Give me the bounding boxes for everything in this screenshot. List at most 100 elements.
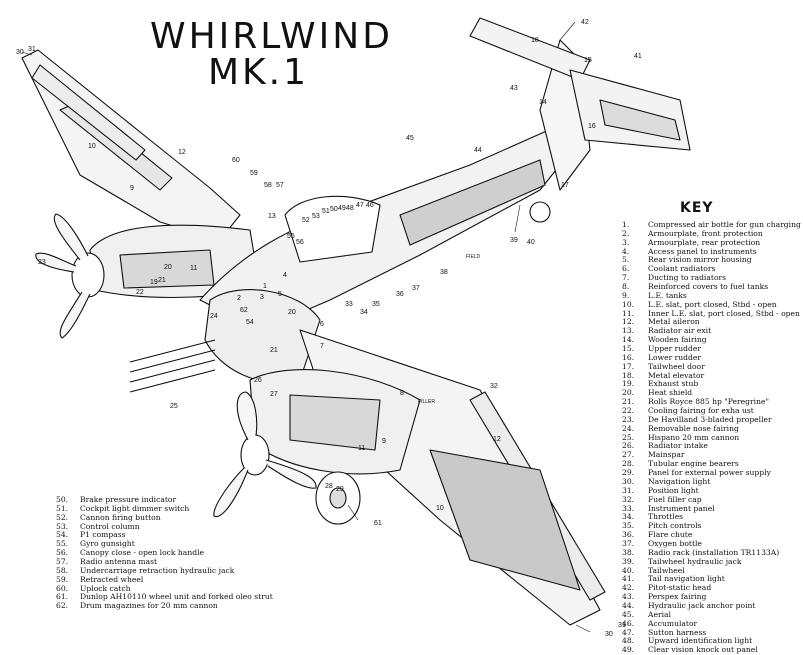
key-entry-number: 38. xyxy=(622,547,635,557)
svg-text:12: 12 xyxy=(493,436,501,443)
key-entry-number: 21. xyxy=(622,397,635,407)
key-entry: 5.Rear vision mirror housing xyxy=(622,256,801,265)
key-entry: 56.Canopy close - open lock handle xyxy=(56,548,273,558)
svg-text:21: 21 xyxy=(270,347,278,354)
key-entry-number: 40. xyxy=(622,565,635,575)
tailwheel xyxy=(529,201,551,223)
key-entry-text: De Havilland 3-bladed propeller xyxy=(648,414,772,424)
key-entry: 25.Hispano 20 mm cannon xyxy=(622,433,801,443)
key-entry: 10.L.E. slat, port closed, Stbd - open xyxy=(622,300,801,310)
port-propeller xyxy=(213,391,317,518)
key-entry-number: 29. xyxy=(622,468,635,478)
key-entry-text: P1 compass xyxy=(80,530,126,540)
key-entry-text: Wooden fairing xyxy=(648,335,707,345)
key-entry: 52.Cannon firing button xyxy=(56,512,273,523)
title-line-2: MK.1 xyxy=(208,52,310,93)
key-entry-text: Rear vision mirror housing xyxy=(648,255,752,265)
key-entry-text: Radiator intake xyxy=(648,441,708,451)
key-entry-number: 32. xyxy=(622,494,635,504)
key-entry: 60.Uplock catch xyxy=(56,583,273,594)
svg-text:35: 35 xyxy=(372,301,380,308)
key-entry-text: Tailwheel hydraulic jack xyxy=(648,556,742,566)
key-entry: 29.Panel for external power supply xyxy=(622,468,801,478)
key-entry-number: 22. xyxy=(622,406,635,416)
key-entry-text: Armourplate, rear protection xyxy=(648,237,761,247)
svg-text:62: 62 xyxy=(240,307,248,314)
key-entry-text: Uplock catch xyxy=(80,583,131,593)
key-entry: 9.L.E. tanks xyxy=(622,291,801,301)
key-entry-number: 13. xyxy=(622,326,635,336)
key-entry-text: Tail navigation light xyxy=(648,574,725,584)
key-entry: 42.Pitot-static head xyxy=(622,583,801,593)
key-entry-text: Canopy close - open lock handle xyxy=(80,548,204,558)
key-entry: 54.P1 compass xyxy=(56,531,273,540)
key-entry: 24. Removable nose fairing xyxy=(622,423,801,434)
svg-text:1: 1 xyxy=(263,283,267,290)
key-entry: 51.Cockpit light dimmer switch xyxy=(56,503,273,514)
key-entry-text: Cockpit light dimmer switch xyxy=(80,503,190,513)
key-entry-text: Tubular engine bearers xyxy=(648,459,739,469)
key-entry-text: Gyro gunsight xyxy=(80,539,135,549)
svg-text:23: 23 xyxy=(38,259,46,266)
key-entry-number: 24. xyxy=(622,423,635,433)
port-engine-detail xyxy=(289,394,381,451)
key-entry: 7.Ducting to radiators xyxy=(622,273,801,283)
key-entry-text: Heat shield xyxy=(648,388,693,398)
svg-text:33: 33 xyxy=(345,301,353,308)
key-entry-number: 36. xyxy=(622,530,635,540)
key-entry: 46.Accumulator xyxy=(622,618,801,629)
title-line-1: WHIRLWIND xyxy=(150,16,393,57)
svg-text:11: 11 xyxy=(358,445,365,452)
svg-text:31: 31 xyxy=(28,46,36,53)
key-entry-text: Hydraulic jack anchor point xyxy=(648,600,756,610)
key-entry-number: 45. xyxy=(622,609,635,619)
key-entry-number: 27. xyxy=(622,450,635,460)
svg-text:31: 31 xyxy=(618,622,626,629)
key-entry: 2.Armourplate, front protection xyxy=(622,229,801,239)
svg-text:25: 25 xyxy=(170,403,178,410)
svg-text:15: 15 xyxy=(584,57,592,64)
key-entry-text: Sutton harness xyxy=(648,627,707,637)
svg-text:11: 11 xyxy=(190,265,197,272)
key-entry-number: 59. xyxy=(56,574,69,584)
svg-text:50: 50 xyxy=(330,206,338,213)
svg-text:18: 18 xyxy=(531,37,539,44)
svg-text:56: 56 xyxy=(296,239,304,246)
svg-text:7: 7 xyxy=(320,343,324,350)
leader-lines xyxy=(21,21,591,633)
key-entry-text: Compressed air bottle for gun charging xyxy=(648,220,801,229)
fuselage-frames xyxy=(399,159,546,246)
key-entry: 21.Rolls Royce 885 hp "Peregrine" xyxy=(622,397,801,407)
key-entry-number: 58. xyxy=(56,565,69,575)
key-entry-number: 23. xyxy=(622,414,635,424)
key-entry: 55.Gyro gunsight xyxy=(56,539,273,549)
key-entry: 15.Upper rudder xyxy=(622,344,801,354)
key-entry-text: Tailwheel xyxy=(648,565,685,575)
key-entry-text: Access panel to instruments xyxy=(648,246,757,256)
key-list-right: 1.Compressed air bottle for gun charging… xyxy=(622,220,801,655)
key-entry-text: Removable nose fairing xyxy=(648,423,739,433)
svg-text:3: 3 xyxy=(260,294,264,301)
key-entry-number: 52. xyxy=(56,512,69,522)
key-entry-number: 43. xyxy=(622,592,635,602)
key-entry-number: 33. xyxy=(622,503,635,513)
svg-text:10: 10 xyxy=(88,143,96,150)
key-entry-number: 46. xyxy=(622,618,635,628)
svg-text:5: 5 xyxy=(278,291,282,298)
svg-text:36: 36 xyxy=(396,291,404,298)
key-entry: 38.Radio rack (installation TR1133A) xyxy=(622,547,801,558)
key-entry: 39.Tailwheel hydraulic jack xyxy=(622,556,801,567)
key-entry: 57.Radio antenna mast xyxy=(56,557,273,567)
svg-text:9: 9 xyxy=(382,438,386,445)
key-entry-number: 18. xyxy=(622,370,635,380)
key-entry-number: 61. xyxy=(56,592,69,602)
key-entry-text: Radiator air exit xyxy=(648,326,712,336)
key-entry-text: Pitot-static head xyxy=(648,583,712,593)
svg-text:48: 48 xyxy=(346,205,354,212)
cannon-barrels xyxy=(129,339,216,393)
svg-text:16: 16 xyxy=(588,123,596,130)
svg-text:41: 41 xyxy=(634,53,642,60)
key-entry-text: Drum magazines for 20 mm cannon xyxy=(80,601,218,611)
